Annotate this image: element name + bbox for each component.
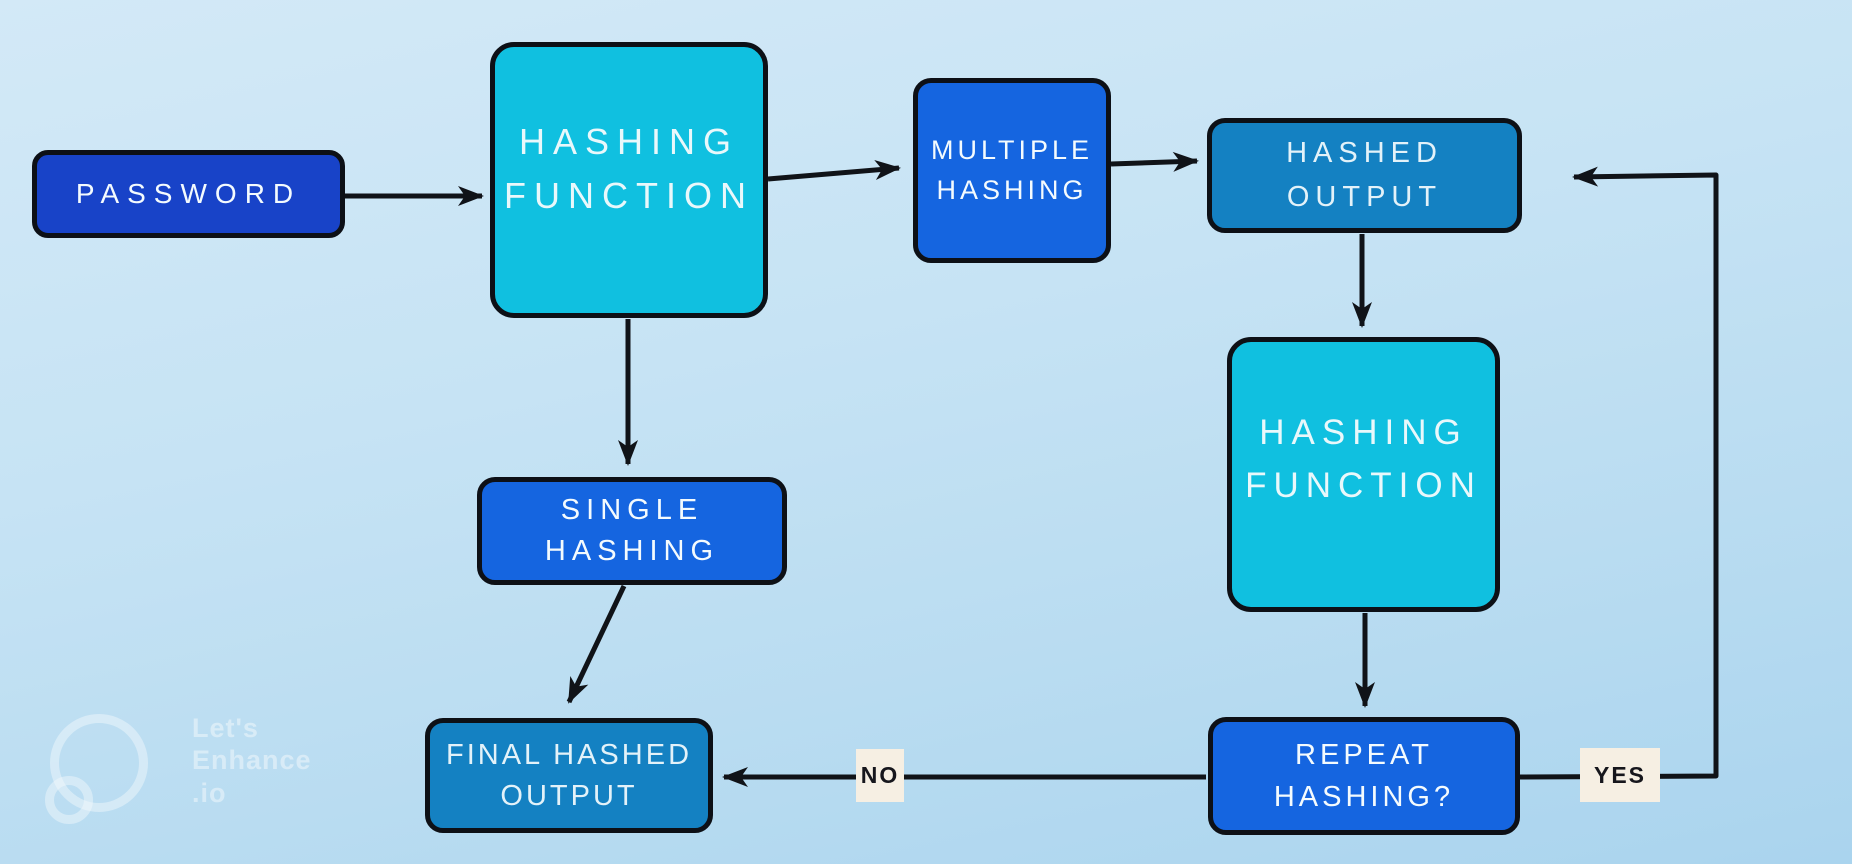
node-final-hashed-output: FINAL HASHED OUTPUT xyxy=(425,718,713,833)
watermark-text: Let's Enhance .io xyxy=(192,712,312,809)
node-hashing-function-top: HASHING FUNCTION xyxy=(490,42,768,318)
node-hashed-output: HASHED OUTPUT xyxy=(1207,118,1522,233)
node-password: PASSWORD xyxy=(32,150,345,238)
watermark-line-2: Enhance xyxy=(192,745,312,776)
connector-single-hashing-to-final-hashed-output xyxy=(566,584,627,704)
edge-label-no: NO xyxy=(856,749,904,802)
edge-label-yes: YES xyxy=(1580,748,1660,802)
connector-hashing-function-to-multiple-hashing xyxy=(767,160,901,182)
connector-yes-feedback-loop xyxy=(1519,166,1719,780)
connector-multiple-hashing-to-hashed-output xyxy=(1110,151,1199,172)
watermark-line-1: Let's xyxy=(192,713,259,743)
node-single-hashing: SINGLE HASHING xyxy=(477,477,787,585)
logo-circle-small xyxy=(45,776,93,824)
node-repeat-hashing: REPEAT HASHING? xyxy=(1208,717,1520,835)
node-multiple-hashing: MULTIPLE HASHING xyxy=(913,78,1111,263)
letsenhance-watermark: Let's Enhance .io xyxy=(40,700,312,830)
node-hashing-function-right: HASHING FUNCTION xyxy=(1227,337,1500,612)
logo-circle-big xyxy=(50,714,148,812)
watermark-line-3: .io xyxy=(192,777,227,808)
letsenhance-logo-icon xyxy=(40,700,170,830)
